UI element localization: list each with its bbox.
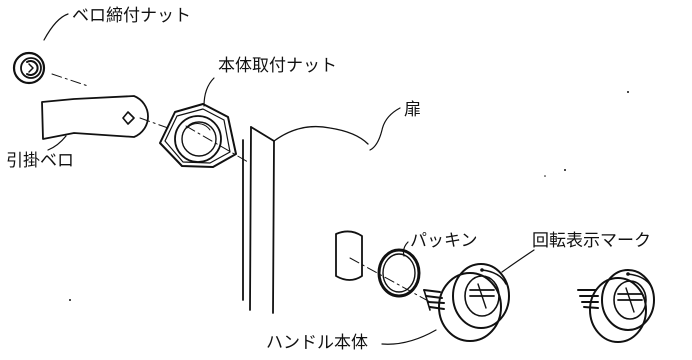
door-label: 扉	[404, 100, 421, 120]
body-nut-centerline	[185, 125, 249, 163]
handle-body-part	[423, 263, 510, 342]
packing-part	[335, 230, 421, 298]
door-leader	[369, 107, 401, 151]
packing-label: パッキン	[410, 231, 478, 251]
scan-dots	[69, 91, 629, 301]
hook-bero-part	[41, 95, 149, 140]
door-panel	[242, 125, 369, 314]
body-nut-leader	[203, 77, 215, 107]
handle-body-leader	[381, 329, 437, 345]
bero-nut-label: ベロ締付ナット	[72, 6, 191, 26]
hook-centerline	[139, 117, 169, 129]
packing-centerline	[349, 257, 431, 303]
bero-nut-leader	[43, 13, 69, 41]
packing-leader	[402, 241, 409, 257]
hook-bero-label: 引掛ベロ	[6, 151, 74, 171]
rotation-mark-leader	[501, 249, 535, 273]
bero-nut-centerline	[51, 73, 89, 87]
rotation-mark-label: 回転表示マーク	[532, 231, 651, 251]
bero-nut-part	[12, 51, 46, 85]
handle-body-alt-part	[577, 269, 655, 343]
handle-body-label: ハンドル本体	[266, 333, 368, 353]
body-nut-label: 本体取付ナット	[218, 56, 337, 76]
hook-bero-leader	[47, 135, 67, 151]
body-nut-part	[159, 103, 237, 168]
